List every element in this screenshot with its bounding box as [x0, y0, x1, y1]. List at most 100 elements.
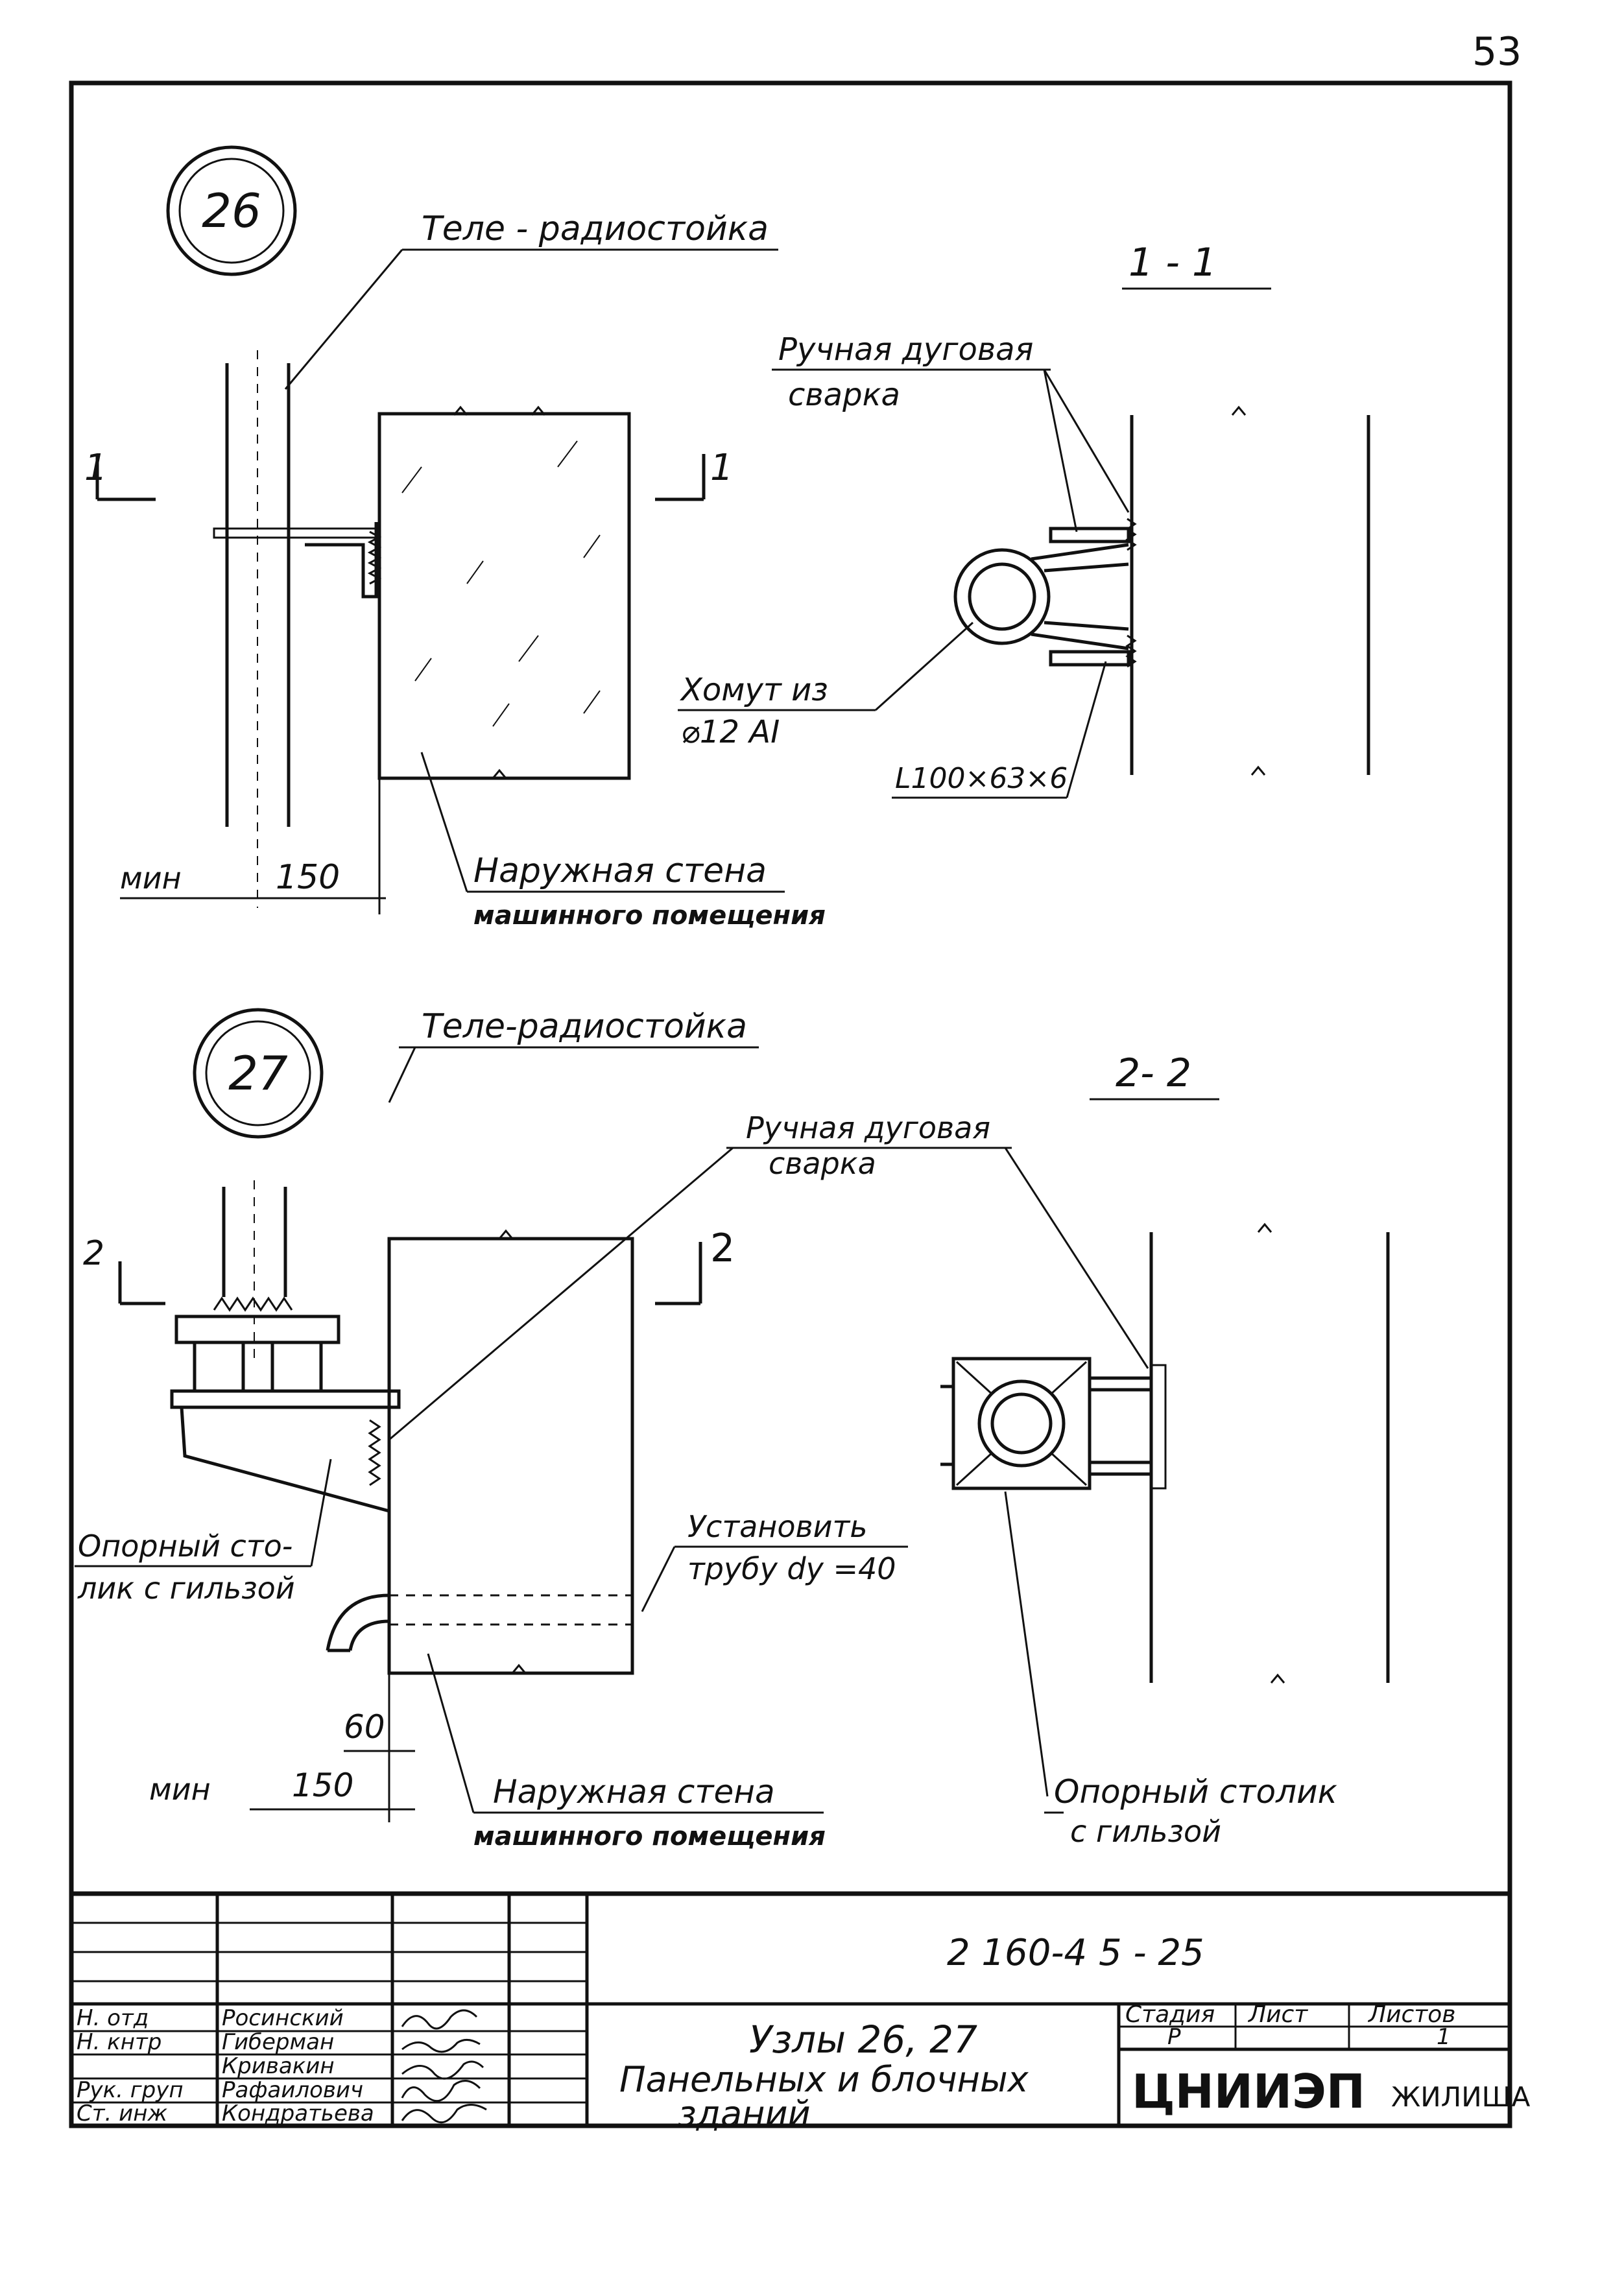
node-26-callout-leader [284, 249, 403, 390]
tb-name-4: Рафаилович [222, 2077, 363, 2103]
node-26-section-title: 1 - 1 [1128, 240, 1217, 285]
node-27-wall-break-bot [511, 1663, 527, 1674]
node-27-wall-label-1: Наружная стена [493, 1773, 775, 1811]
node-26-dim-min: мин [120, 861, 182, 896]
node-26-section-clamp [953, 548, 1051, 645]
node-26-section-mark-right-label: 1 [710, 447, 734, 489]
node-27-pipe-leader [641, 1546, 676, 1612]
node-26-weld-leader-2 [1043, 369, 1130, 513]
node-26-weld-label-2: сварка [788, 377, 900, 413]
node-27-plate-base [170, 1389, 401, 1409]
node-26-wall-break-bot [492, 768, 507, 779]
node-27-boss-left [193, 1340, 245, 1393]
node-26-wall-hatch [401, 440, 601, 727]
tb-sheets-value: 1 [1437, 2024, 1451, 2050]
node-27-dim-60: 60 [344, 1708, 385, 1746]
node-26-clamp-label-2: ⌀12 AI [681, 714, 780, 750]
tb-name-2: Гиберман [222, 2029, 334, 2055]
tb-doc-code: 2 160-4 5 - 25 [947, 1932, 1204, 1974]
node-26-weld-leader-1 [1043, 369, 1078, 532]
tb-title-3: зданий [678, 2093, 811, 2134]
node-26-angle-label: L100×63×6 [895, 762, 1068, 795]
node-27-dim-min: мин [149, 1772, 211, 1807]
node-27-section-pipe [990, 1392, 1053, 1455]
node-27-section-console-top [1088, 1376, 1153, 1392]
tb-role-2: Н. кнтр [77, 2029, 161, 2055]
node-26-section-pipe [968, 562, 1036, 631]
node-26-wall-break-top [453, 405, 546, 416]
tb-signature-3 [401, 2060, 484, 2080]
node-26-bracket [305, 522, 378, 599]
node-27-wall [387, 1237, 634, 1675]
node-27-pipe-label-1: Установить [687, 1509, 867, 1544]
title-block: 2 160-4 5 - 25 Н. отд Н. кнтр Рук. груп … [71, 1891, 1531, 2134]
node-27-section-wall-break [1257, 1222, 1285, 1684]
tb-role-4: Рук. груп [77, 2077, 184, 2103]
tb-org-suffix: ЖИЛИЩА [1391, 2081, 1531, 2113]
node-27-section-mark-left-label: 2 [83, 1234, 104, 1273]
node-27-dim-150: 150 [292, 1767, 353, 1804]
node-26-clamp [213, 527, 377, 539]
drawing-frame [69, 80, 1512, 2128]
tb-col-sheets: Листов [1367, 2001, 1455, 2028]
node-27-wall-leader [427, 1653, 475, 1813]
node-27-wall-break-top [498, 1229, 514, 1239]
node-26-weld-label-1: Ручная дуговая [778, 331, 1033, 368]
node-27-section-embed-plate [1150, 1364, 1167, 1490]
node-27-mast-weld [213, 1296, 293, 1312]
node-27-weld-label-1: Ручная дуговая [746, 1110, 990, 1145]
node-26-clamp-leader [874, 621, 974, 711]
node-27-section-title: 2- 2 [1116, 1051, 1191, 1096]
tb-name-3: Кривакин [222, 2053, 335, 2079]
node-26-section-angle-top [1049, 527, 1130, 543]
node-27-section-console-bot [1088, 1460, 1153, 1476]
node-27-boss-right [270, 1340, 323, 1393]
node-27-pipe-label-2: трубу dy =40 [687, 1551, 896, 1586]
tb-role-1: Н. отд [77, 2005, 149, 2031]
node-27-console [180, 1407, 391, 1514]
node-26-angle-leader [1066, 661, 1107, 798]
tb-title-1: Узлы 26, 27 [749, 2018, 977, 2062]
node-27-support-label-1: Опорный столик [1054, 1773, 1337, 1811]
node-26-callout-text: Теле - радиостойка [422, 209, 769, 248]
node-26-marker-outer [166, 145, 297, 276]
tb-role-5: Ст. инж [77, 2101, 167, 2126]
node-27-section-mark-right-label: 2 [710, 1226, 735, 1271]
node-26-dim-150: 150 [276, 858, 340, 897]
tb-signature-2 [401, 2039, 481, 2053]
tb-col-sheet: Лист [1247, 2001, 1308, 2028]
tb-org-logo: ЦНИИЭП [1132, 2064, 1365, 2119]
tb-stage-value: Р [1167, 2024, 1181, 2050]
node-27-support-label-2: с гильзой [1070, 1814, 1221, 1849]
node-26: 26 Теле - радиостойка 1 1 мин 150 Наружн… [84, 145, 1370, 931]
tb-name-5: Кондратьева [222, 2101, 374, 2126]
node-27-support-leader [1004, 1491, 1049, 1797]
node-27-weld-label-2: сварка [769, 1146, 876, 1181]
node-27-table-label-2: лик с гильзой [77, 1571, 295, 1606]
node-26-section-angle-weld [1125, 518, 1137, 668]
node-27-table-leader [310, 1459, 332, 1567]
node-27-weld-leader-2 [1004, 1147, 1149, 1369]
node-26-wall-leader [420, 752, 468, 892]
node-27-section-sleeve-plate [951, 1357, 1092, 1490]
node-27-drain-bend [326, 1593, 390, 1651]
tb-col-stage: Стадия [1125, 2001, 1215, 2028]
tb-signature-5 [401, 2104, 487, 2124]
node-27-section-sleeve [977, 1379, 1066, 1468]
node-27-marker-outer [193, 1008, 324, 1139]
node-26-section-angle-bot [1049, 650, 1130, 667]
node-26-wall-label-1: Наружная стена [473, 851, 767, 890]
node-27-weld-leader-1 [388, 1147, 734, 1441]
tb-title-2: Панельных и блочных [619, 2059, 1029, 2100]
node-26-clamp-label-1: Хомут из [679, 672, 828, 708]
tb-signature-1 [401, 2009, 478, 2030]
node-26-marker-label: 26 [202, 184, 261, 238]
node-26-section-wall-break [1231, 405, 1266, 776]
node-27-console-weld [368, 1419, 381, 1486]
node-26-wall [377, 412, 631, 780]
node-27-plate-top [174, 1315, 340, 1344]
node-26-marker-inner [178, 158, 285, 264]
node-27-callout-text: Теле-радиостойка [422, 1007, 747, 1046]
node-27: 27 Теле-радиостойка 2 2 Ручная д [75, 1007, 1390, 1851]
